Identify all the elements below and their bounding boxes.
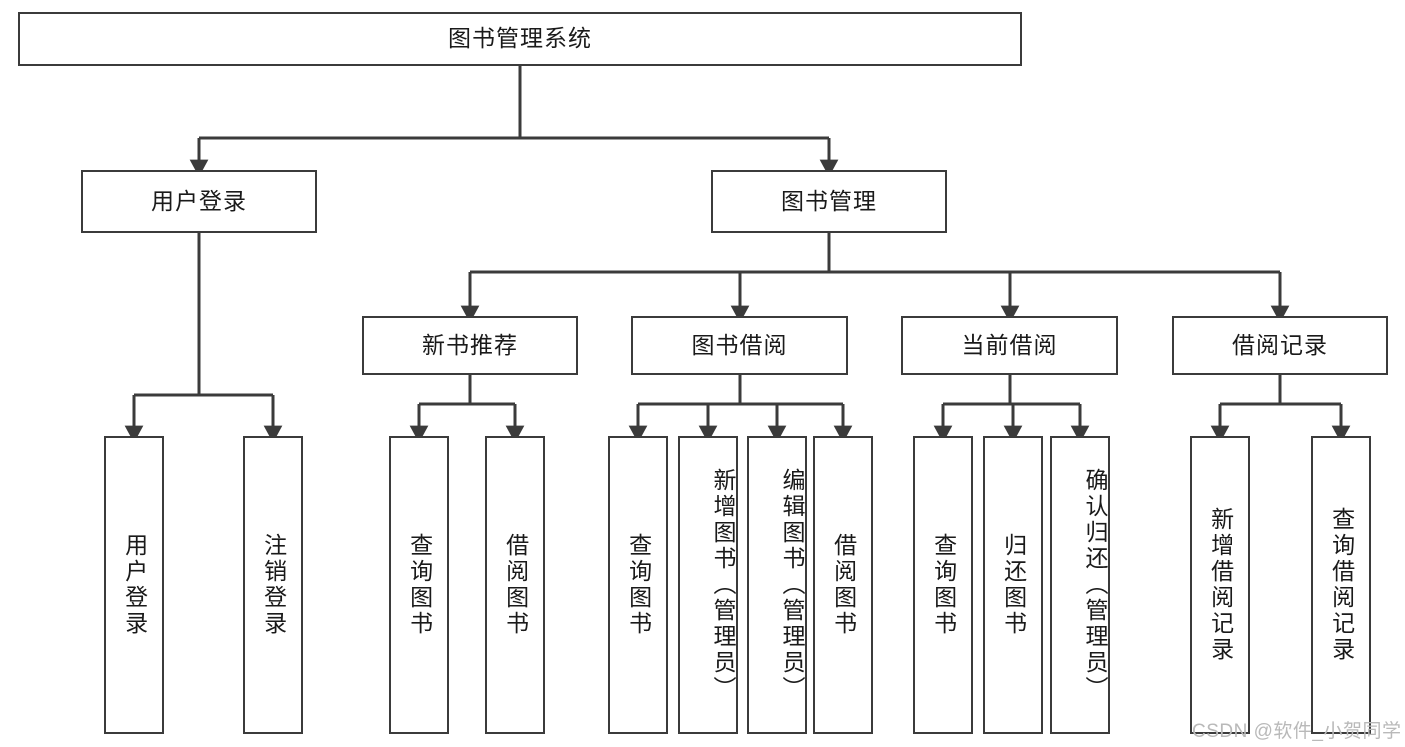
level3-node-label: 当前借阅 [961, 331, 1058, 358]
leaf-node-label: 查询图书 [930, 533, 957, 637]
level2-node-box[interactable]: 用户登录 [81, 170, 317, 233]
root-node-label: 图书管理系统 [448, 25, 592, 52]
leaf-node-box[interactable]: 查询图书 [913, 436, 973, 734]
leaf-node-box[interactable]: 注销登录 [243, 436, 303, 734]
leaf-node-box[interactable]: 查询图书 [389, 436, 449, 734]
leaf-node-label: 新增借阅记录 [1207, 507, 1234, 663]
leaf-node-label: 借阅图书 [502, 533, 529, 637]
leaf-node-label: 编辑图书（管理员） [779, 468, 805, 702]
level3-node-box[interactable]: 当前借阅 [901, 316, 1118, 375]
level3-node-label: 图书借阅 [691, 331, 788, 358]
level2-node-label: 图书管理 [781, 187, 877, 214]
leaf-node-label: 查询图书 [406, 533, 433, 637]
leaf-node-box[interactable]: 查询借阅记录 [1311, 436, 1371, 734]
level3-node-label: 新书推荐 [422, 331, 518, 358]
leaf-node-label: 归还图书 [1000, 533, 1027, 637]
level3-node-box[interactable]: 图书借阅 [631, 316, 848, 375]
level3-node-box[interactable]: 新书推荐 [362, 316, 578, 375]
level2-node-label: 用户登录 [151, 187, 247, 214]
level3-node-label: 借阅记录 [1232, 331, 1328, 358]
leaf-node-box[interactable]: 新增借阅记录 [1190, 436, 1250, 734]
root-node-box[interactable]: 图书管理系统 [18, 12, 1022, 66]
leaf-node-box[interactable]: 归还图书 [983, 436, 1043, 734]
leaf-node-label: 查询图书 [625, 533, 652, 637]
leaf-node-box[interactable]: 借阅图书 [485, 436, 545, 734]
leaf-node-label: 借阅图书 [830, 533, 857, 637]
leaf-node-label: 确认归还（管理员） [1082, 468, 1108, 702]
leaf-node-box[interactable]: 查询图书 [608, 436, 668, 734]
leaf-node-box[interactable]: 确认归还（管理员） [1050, 436, 1110, 734]
csdn-watermark: CSDN @软件_小贺同学 [1192, 721, 1402, 742]
leaf-node-box[interactable]: 新增图书（管理员） [678, 436, 738, 734]
level3-node-box[interactable]: 借阅记录 [1172, 316, 1388, 375]
leaf-node-label: 用户登录 [121, 533, 148, 637]
leaf-node-box[interactable]: 编辑图书（管理员） [747, 436, 807, 734]
level2-node-box[interactable]: 图书管理 [711, 170, 947, 233]
leaf-node-box[interactable]: 用户登录 [104, 436, 164, 734]
leaf-node-box[interactable]: 借阅图书 [813, 436, 873, 734]
leaf-node-label: 注销登录 [260, 533, 287, 637]
leaf-node-label: 查询借阅记录 [1328, 507, 1355, 663]
leaf-node-label: 新增图书（管理员） [710, 468, 736, 702]
